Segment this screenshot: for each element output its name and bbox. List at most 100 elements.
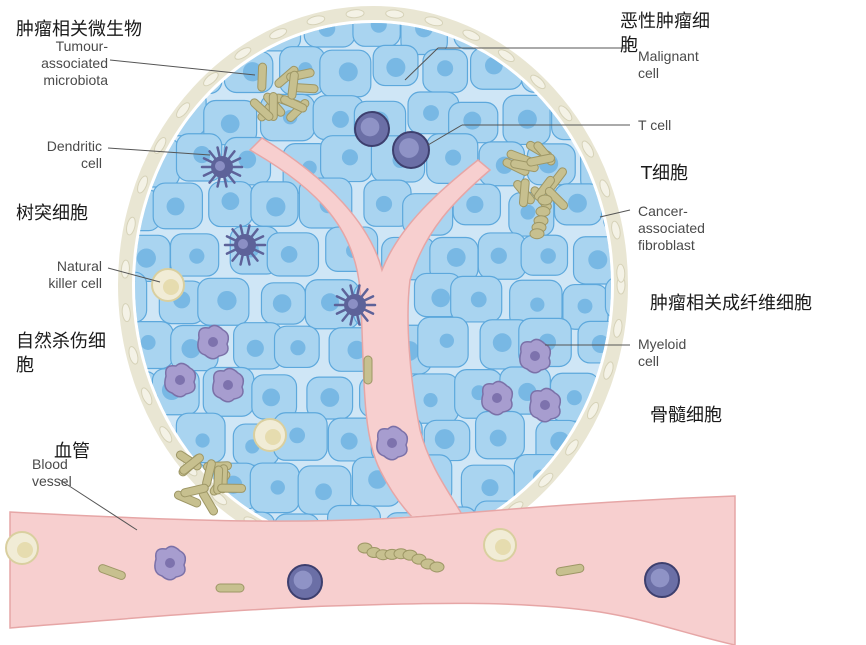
natural-killer-nucleus bbox=[17, 542, 33, 558]
malignant-cell-nucleus bbox=[224, 14, 239, 29]
natural-killer-nucleus bbox=[163, 279, 179, 295]
natural-killer-nucleus bbox=[265, 429, 281, 445]
malignant-cell-nucleus bbox=[491, 248, 507, 264]
malignant-cell-nucleus bbox=[530, 297, 544, 311]
malignant-cell-nucleus bbox=[568, 194, 587, 213]
malignant-cell-nucleus bbox=[471, 292, 487, 308]
bacterium bbox=[218, 484, 246, 492]
label-dendritic-cell: Dendritic cell bbox=[14, 138, 102, 172]
label-zh-caf: 肿瘤相关成纤维细胞 bbox=[650, 292, 812, 316]
myeloid-cell-nucleus bbox=[223, 380, 233, 390]
bacterium bbox=[364, 356, 372, 384]
natural-killer-nucleus bbox=[495, 539, 511, 555]
bacterium-chain-segment bbox=[430, 562, 444, 572]
malignant-cell bbox=[114, 456, 162, 501]
malignant-cell-nucleus bbox=[576, 477, 595, 496]
malignant-cell-nucleus bbox=[342, 149, 358, 165]
malignant-cell-nucleus bbox=[145, 65, 161, 81]
label-zh-t-cell: T细胞 bbox=[641, 162, 688, 186]
malignant-cell-nucleus bbox=[623, 382, 643, 402]
t-cell-nucleus bbox=[294, 571, 313, 590]
label-zh-tumour-microbiota: 肿瘤相关微生物 bbox=[16, 18, 142, 42]
malignant-cell-nucleus bbox=[646, 426, 665, 445]
malignant-cell-nucleus bbox=[339, 62, 358, 81]
t-cell-nucleus bbox=[651, 569, 670, 588]
malignant-cell-nucleus bbox=[320, 388, 339, 407]
malignant-cell-nucleus bbox=[167, 197, 185, 215]
malignant-cell-nucleus bbox=[597, 433, 612, 448]
label-zh-myeloid: 骨髓细胞 bbox=[650, 404, 722, 428]
bacterium-chain-segment bbox=[538, 195, 552, 205]
malignant-cell-nucleus bbox=[115, 112, 132, 129]
malignant-cell-nucleus bbox=[271, 480, 285, 494]
label-zh-dendritic: 树突细胞 bbox=[16, 202, 88, 226]
label-zh-malignant: 恶性肿瘤细 胞 bbox=[620, 10, 710, 58]
malignant-cell-nucleus bbox=[437, 60, 453, 76]
malignant-cell-nucleus bbox=[273, 294, 292, 313]
bacterium bbox=[519, 178, 529, 207]
malignant-cell bbox=[131, 51, 181, 97]
malignant-cell-nucleus bbox=[386, 58, 405, 77]
malignant-cell-nucleus bbox=[490, 430, 507, 447]
malignant-cell bbox=[498, 1, 549, 47]
malignant-cell-nucleus bbox=[445, 150, 461, 166]
malignant-cell-nucleus bbox=[290, 340, 305, 355]
malignant-cell-nucleus bbox=[187, 65, 201, 79]
malignant-cell bbox=[163, 5, 211, 48]
malignant-cell-nucleus bbox=[466, 196, 483, 213]
malignant-cell-nucleus bbox=[189, 249, 204, 264]
malignant-cell-nucleus bbox=[315, 483, 332, 500]
bacterium bbox=[216, 584, 244, 592]
malignant-cell-nucleus bbox=[332, 111, 349, 128]
malignant-cell bbox=[605, 277, 651, 319]
malignant-cell-nucleus bbox=[519, 15, 536, 32]
bacterium-chain-segment bbox=[530, 229, 544, 239]
malignant-cell-nucleus bbox=[423, 105, 439, 121]
label-zh-blood-vessel: 血管 bbox=[54, 440, 90, 464]
malignant-cell-nucleus bbox=[128, 469, 145, 486]
malignant-cell-nucleus bbox=[221, 114, 240, 133]
label-natural-killer: Natural killer cell bbox=[14, 258, 102, 292]
malignant-cell-nucleus bbox=[481, 479, 498, 496]
malignant-cell-nucleus bbox=[341, 433, 358, 450]
malignant-cell-nucleus bbox=[588, 250, 607, 269]
label-t-cell: T cell bbox=[638, 117, 671, 134]
malignant-cell bbox=[555, 2, 607, 47]
dendritic-cell-nucleus bbox=[238, 239, 248, 249]
label-tumour-microbiota: Tumour- associated microbiota bbox=[14, 38, 108, 89]
t-cell-nucleus bbox=[361, 118, 380, 137]
label-myeloid-cell: Myeloid cell bbox=[638, 336, 686, 370]
myeloid-cell-nucleus bbox=[208, 337, 218, 347]
myeloid-cell-nucleus bbox=[175, 375, 185, 385]
malignant-cell-nucleus bbox=[262, 388, 280, 406]
malignant-cell-nucleus bbox=[540, 248, 555, 263]
malignant-cell-nucleus bbox=[435, 429, 455, 449]
malignant-cell-nucleus bbox=[140, 435, 155, 450]
malignant-cell-nucleus bbox=[141, 335, 156, 350]
malignant-cell bbox=[205, 1, 256, 43]
malignant-cell-nucleus bbox=[182, 20, 196, 34]
malignant-cell-nucleus bbox=[611, 472, 629, 490]
malignant-cell-nucleus bbox=[217, 291, 236, 310]
myeloid-cell-nucleus bbox=[165, 558, 175, 568]
label-caf: Cancer- associated fibroblast bbox=[638, 203, 705, 254]
malignant-cell-nucleus bbox=[247, 340, 264, 357]
malignant-cell-nucleus bbox=[137, 249, 156, 268]
malignant-cell-nucleus bbox=[463, 112, 481, 130]
malignant-cell-nucleus bbox=[376, 196, 392, 212]
dendritic-cell-nucleus bbox=[348, 299, 358, 309]
label-zh-natural-killer: 自然杀伤细 胞 bbox=[16, 330, 106, 378]
malignant-cell-nucleus bbox=[431, 289, 450, 308]
myeloid-cell-nucleus bbox=[540, 400, 550, 410]
malignant-cell-nucleus bbox=[222, 192, 240, 210]
malignant-cell-nucleus bbox=[622, 104, 636, 118]
malignant-cell-nucleus bbox=[594, 67, 610, 83]
malignant-cell-nucleus bbox=[423, 393, 437, 407]
malignant-cell-nucleus bbox=[578, 299, 593, 314]
dendritic-cell-nucleus bbox=[215, 161, 225, 171]
malignant-cell-nucleus bbox=[266, 197, 285, 216]
myeloid-cell-nucleus bbox=[492, 393, 502, 403]
malignant-cell bbox=[99, 96, 147, 140]
malignant-cell bbox=[576, 49, 623, 98]
